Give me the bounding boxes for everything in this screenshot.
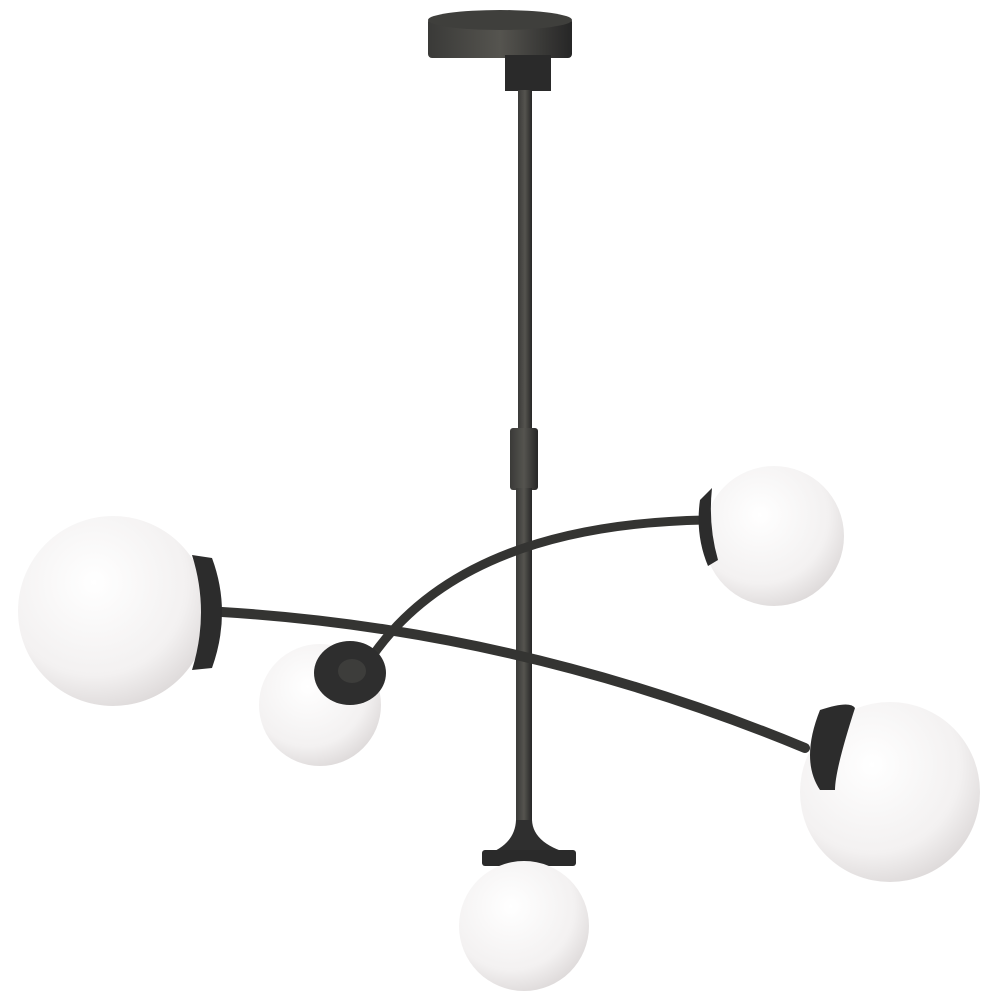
globe-left-large bbox=[18, 516, 222, 706]
short-arm bbox=[357, 515, 710, 677]
globe-bottom-right bbox=[800, 702, 980, 882]
globe-top-right bbox=[698, 466, 844, 606]
globe-left-small bbox=[259, 641, 386, 766]
center-stem bbox=[482, 90, 576, 866]
globe-bottom-center bbox=[459, 861, 589, 991]
ceiling-canopy bbox=[428, 10, 572, 91]
long-arm bbox=[217, 607, 810, 753]
